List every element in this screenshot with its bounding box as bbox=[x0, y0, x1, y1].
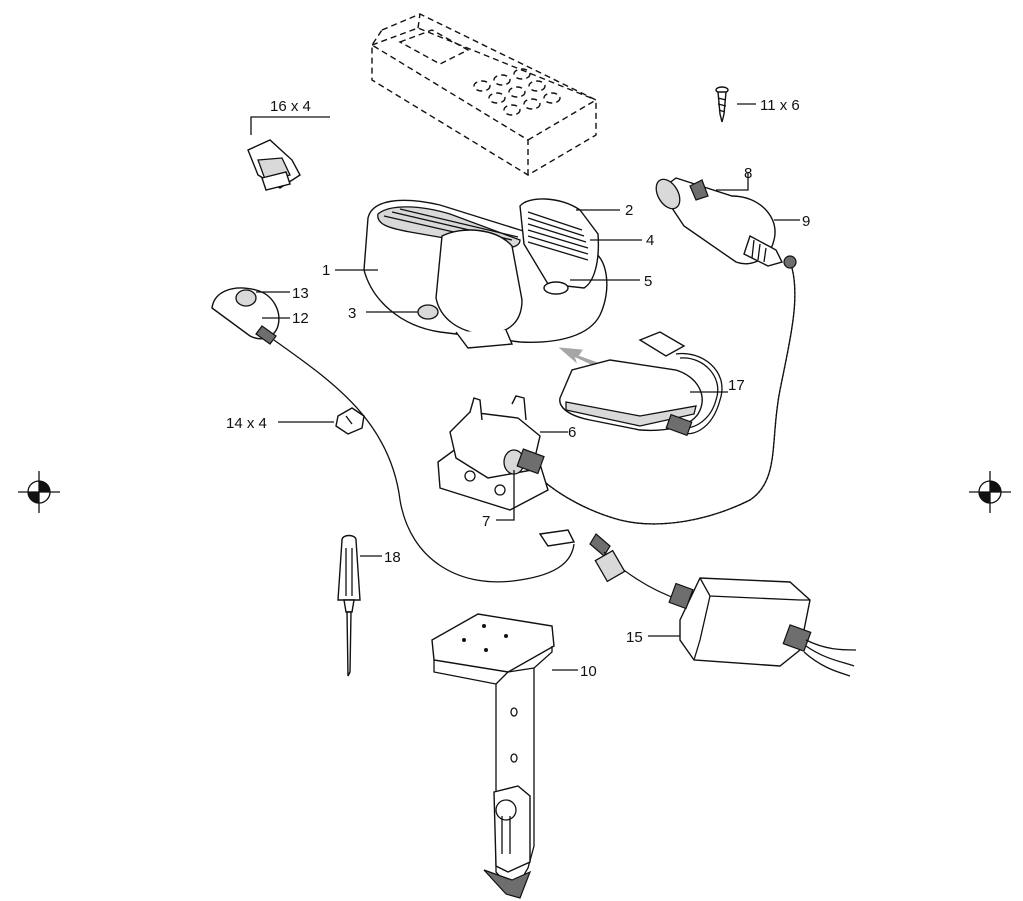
callout-3: 3 bbox=[348, 305, 356, 322]
callout-8: 8 bbox=[744, 165, 752, 182]
phone-outline-dashed bbox=[371, 13, 597, 176]
part-1-holder bbox=[363, 198, 608, 349]
part-6-7-mount-base bbox=[437, 395, 549, 511]
callout-13: 13 bbox=[292, 285, 309, 302]
audio-jack-plugs bbox=[538, 529, 611, 557]
callout-12: 12 bbox=[292, 310, 309, 327]
callout-18: 18 bbox=[384, 549, 401, 566]
callout-2: 2 bbox=[625, 202, 633, 219]
registration-mark-right-icon bbox=[969, 471, 1011, 513]
part-11-screw bbox=[715, 86, 729, 123]
callout-7: 7 bbox=[482, 513, 490, 530]
callout-17: 17 bbox=[728, 377, 745, 394]
registration-mark-left-icon bbox=[18, 471, 60, 513]
part-14-cable-clip bbox=[335, 407, 365, 435]
callout-6: 6 bbox=[568, 424, 576, 441]
callout-1: 1 bbox=[322, 262, 330, 279]
callout-9: 9 bbox=[802, 213, 810, 230]
callout-4: 4 bbox=[646, 232, 654, 249]
part-12-13-remote-button bbox=[211, 287, 280, 345]
part-18-screwdriver bbox=[337, 534, 361, 677]
callout-14: 14 x 4 bbox=[226, 415, 267, 432]
part-15-power-converter bbox=[594, 549, 857, 677]
remote-cable bbox=[273, 339, 575, 583]
callout-16: 16 x 4 bbox=[270, 98, 311, 115]
callout-10: 10 bbox=[580, 663, 597, 680]
callout-15: 15 bbox=[626, 629, 643, 646]
callout-5: 5 bbox=[644, 273, 652, 290]
part-10-bracket bbox=[431, 613, 555, 899]
part-16-clip bbox=[247, 139, 301, 191]
part-17-adapter bbox=[559, 331, 723, 437]
part-8-9-lighter-plug bbox=[655, 177, 797, 269]
callout-11: 11 x 6 bbox=[760, 97, 800, 114]
